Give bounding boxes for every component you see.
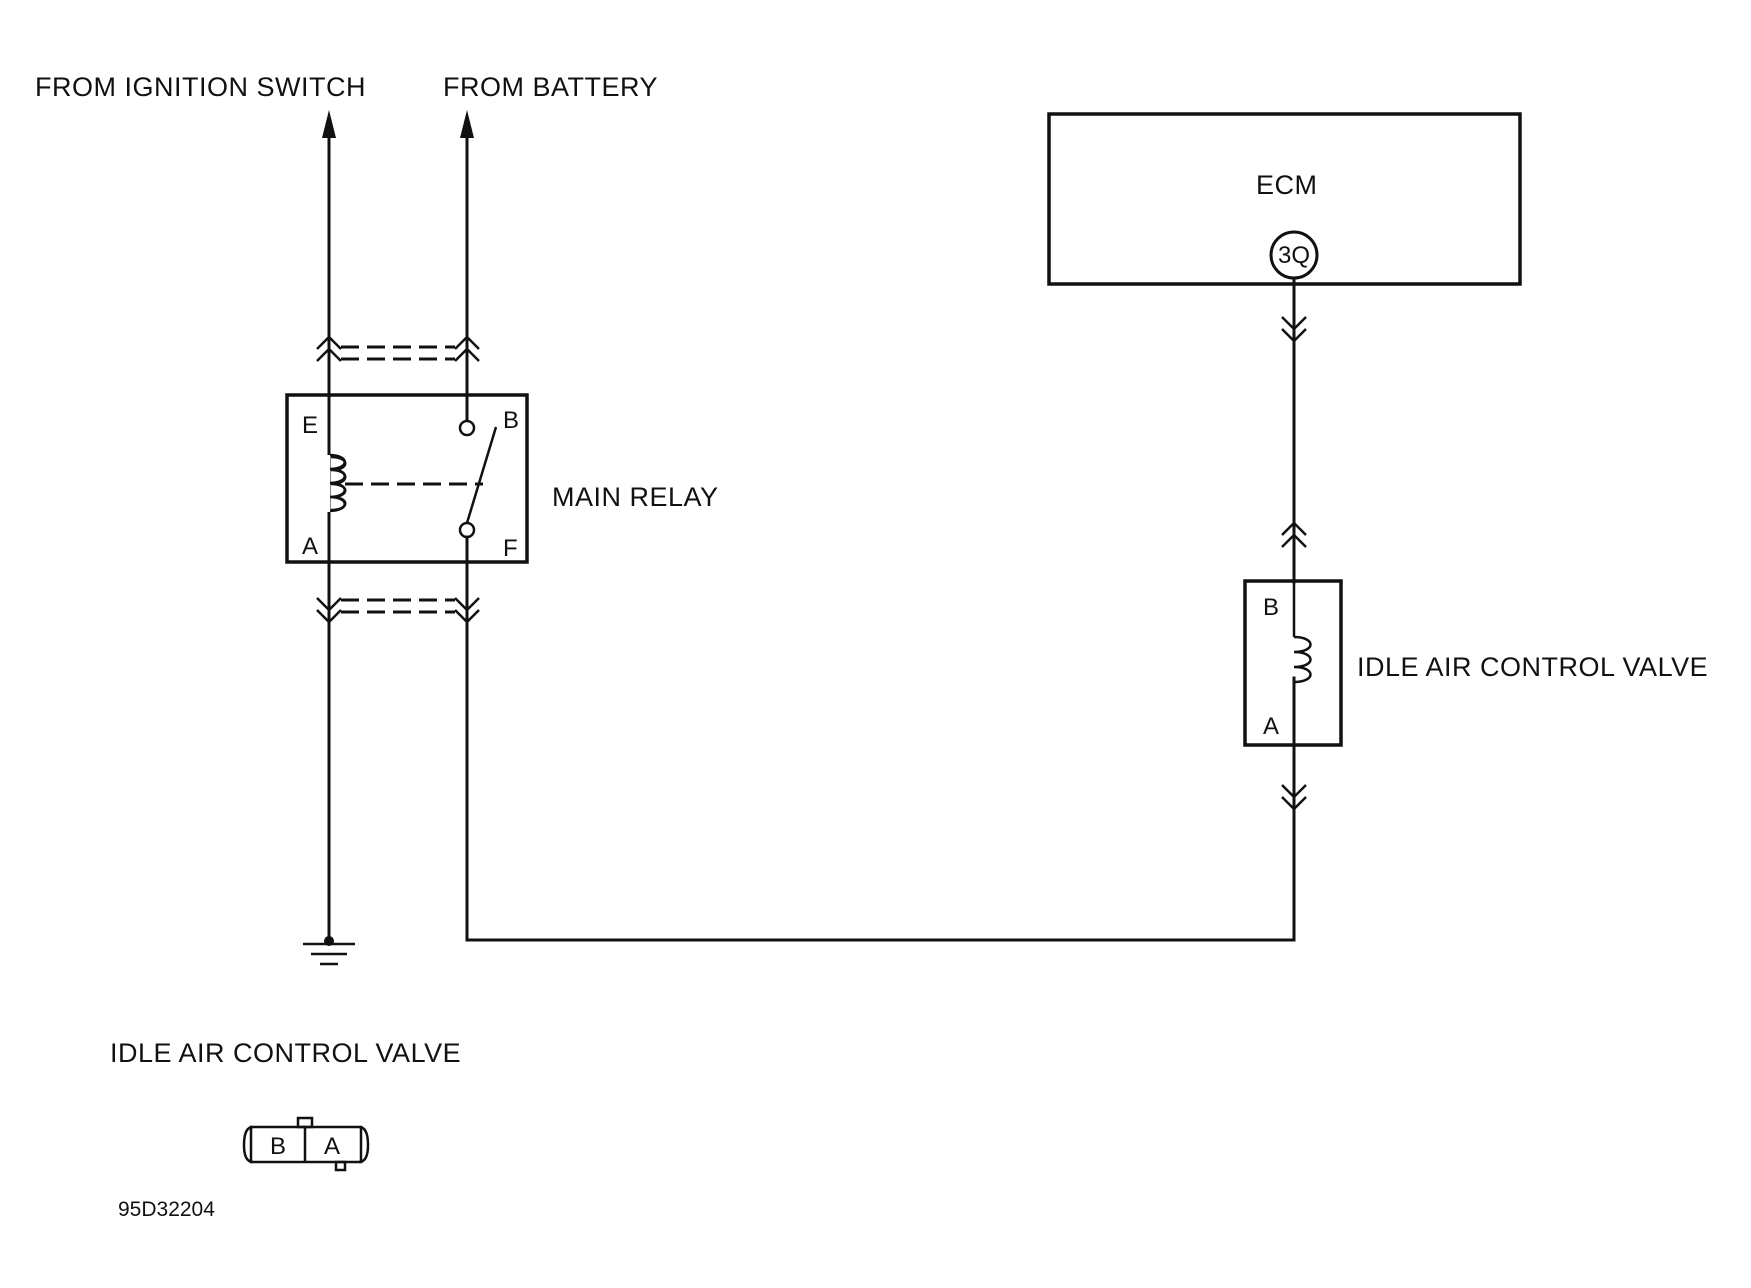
from-ignition-switch-label: FROM IGNITION SWITCH bbox=[35, 72, 366, 102]
relay-pin-a: A bbox=[302, 533, 318, 560]
ecm-label: ECM bbox=[1256, 170, 1318, 200]
relay-contact-f-icon bbox=[458, 521, 476, 539]
relay-upper-connector bbox=[316, 335, 480, 362]
iac-connector-face: B A bbox=[242, 1116, 370, 1172]
relay-pin-b: B bbox=[503, 407, 519, 434]
relay-to-iac-wire bbox=[465, 535, 1296, 942]
iac-upper-connector bbox=[1281, 521, 1307, 548]
relay-lower-connector bbox=[316, 597, 480, 624]
relay-switch-arm bbox=[465, 426, 498, 524]
from-battery-label: FROM BATTERY bbox=[443, 72, 658, 102]
ecm-box bbox=[1047, 112, 1522, 286]
relay-contact-b-icon bbox=[458, 419, 476, 437]
ignition-wire bbox=[322, 110, 336, 937]
iac-connector-title: IDLE AIR CONTROL VALVE bbox=[110, 1038, 461, 1068]
main-relay-label: MAIN RELAY bbox=[552, 482, 719, 512]
relay-pin-f: F bbox=[503, 535, 518, 562]
ecm-connector bbox=[1281, 316, 1307, 343]
figure-code: 95D32204 bbox=[118, 1198, 215, 1221]
iac-coil-icon bbox=[1293, 635, 1312, 684]
iac-pin-a: A bbox=[1263, 713, 1279, 740]
relay-pin-e: E bbox=[302, 412, 318, 439]
main-relay-box bbox=[285, 393, 529, 564]
ground-icon bbox=[303, 936, 355, 966]
iac-valve-label: IDLE AIR CONTROL VALVE bbox=[1357, 652, 1708, 682]
connector-pin-a: A bbox=[324, 1133, 340, 1160]
battery-arrow-icon bbox=[460, 110, 474, 138]
iac-valve: B A bbox=[1243, 579, 1343, 747]
battery-wire bbox=[460, 110, 474, 426]
ecm-terminal-label: 3Q bbox=[1278, 242, 1310, 269]
connector-pin-b: B bbox=[270, 1133, 286, 1160]
iac-pin-b: B bbox=[1263, 594, 1279, 621]
ecm: ECM 3Q bbox=[1047, 112, 1522, 286]
ignition-arrow-icon bbox=[322, 110, 336, 138]
main-relay: E A B F bbox=[285, 393, 529, 564]
